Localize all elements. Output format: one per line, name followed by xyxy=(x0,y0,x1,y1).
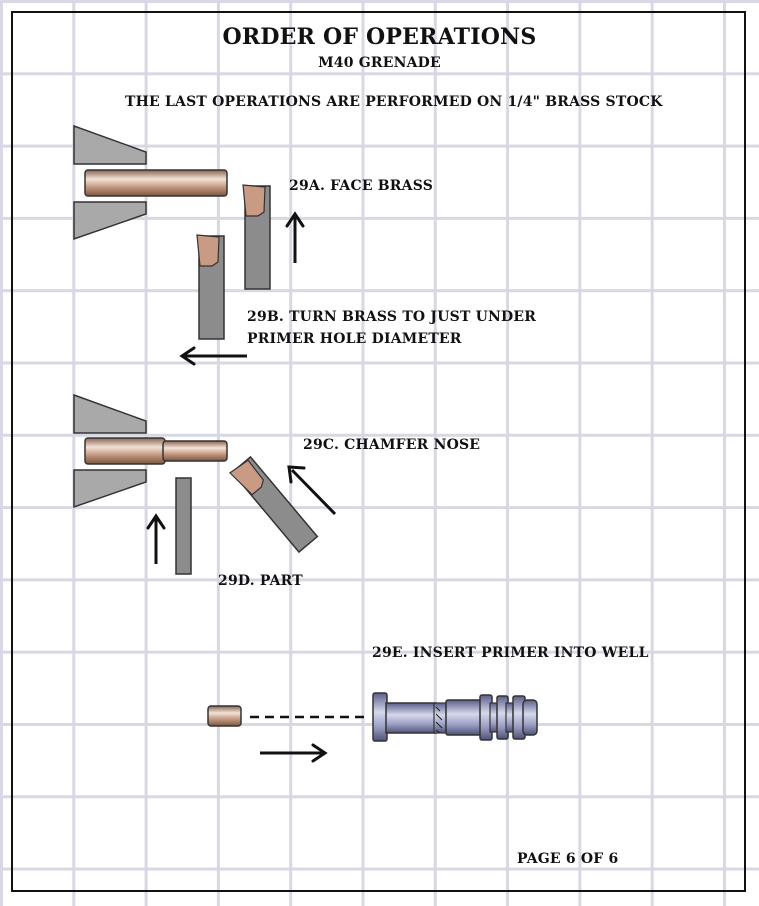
arrow-29c-shaft xyxy=(290,468,337,516)
page-frame xyxy=(11,11,746,892)
step-29a-label: 29A. FACE BRASS xyxy=(289,178,434,194)
page-subtitle: M40 GRENADE xyxy=(318,55,441,71)
chuck-jaw-top-2 xyxy=(73,393,147,434)
step-29b-label-line2: PRIMER HOLE DIAMETER xyxy=(247,331,462,347)
chuck-jaw-bottom xyxy=(73,201,147,241)
brass-stock-lower xyxy=(84,437,166,465)
chuck-jaw-top xyxy=(73,124,147,165)
step-29e-label: 29E. INSERT PRIMER INTO WELL xyxy=(372,645,649,661)
arrow-29d-head xyxy=(146,513,166,530)
step-29d-label: 29D. PART xyxy=(218,573,303,589)
chamfer-tool xyxy=(228,455,319,554)
stock-note: THE LAST OPERATIONS ARE PERFORMED ON 1/4… xyxy=(125,94,663,110)
step-29b-label-line1: 29B. TURN BRASS TO JUST UNDER xyxy=(247,309,537,325)
chuck-jaw-bottom-2 xyxy=(73,469,147,509)
page-number: PAGE 6 OF 6 xyxy=(517,851,619,867)
page-title: ORDER OF OPERATIONS xyxy=(222,24,537,50)
facing-tool-bit xyxy=(242,184,266,217)
fuse-body xyxy=(372,692,538,742)
brass-stock-turned xyxy=(162,440,228,462)
parting-tool xyxy=(175,477,192,575)
arrow-29b-head xyxy=(179,346,196,366)
arrow-29e-head xyxy=(311,743,328,763)
primer xyxy=(207,705,242,727)
arrow-29c-head xyxy=(287,465,306,484)
arrow-29a-head xyxy=(285,211,305,228)
step-29c-label: 29C. CHAMFER NOSE xyxy=(303,437,481,453)
turning-tool-bit xyxy=(196,234,220,267)
brass-stock-upper xyxy=(84,169,228,197)
